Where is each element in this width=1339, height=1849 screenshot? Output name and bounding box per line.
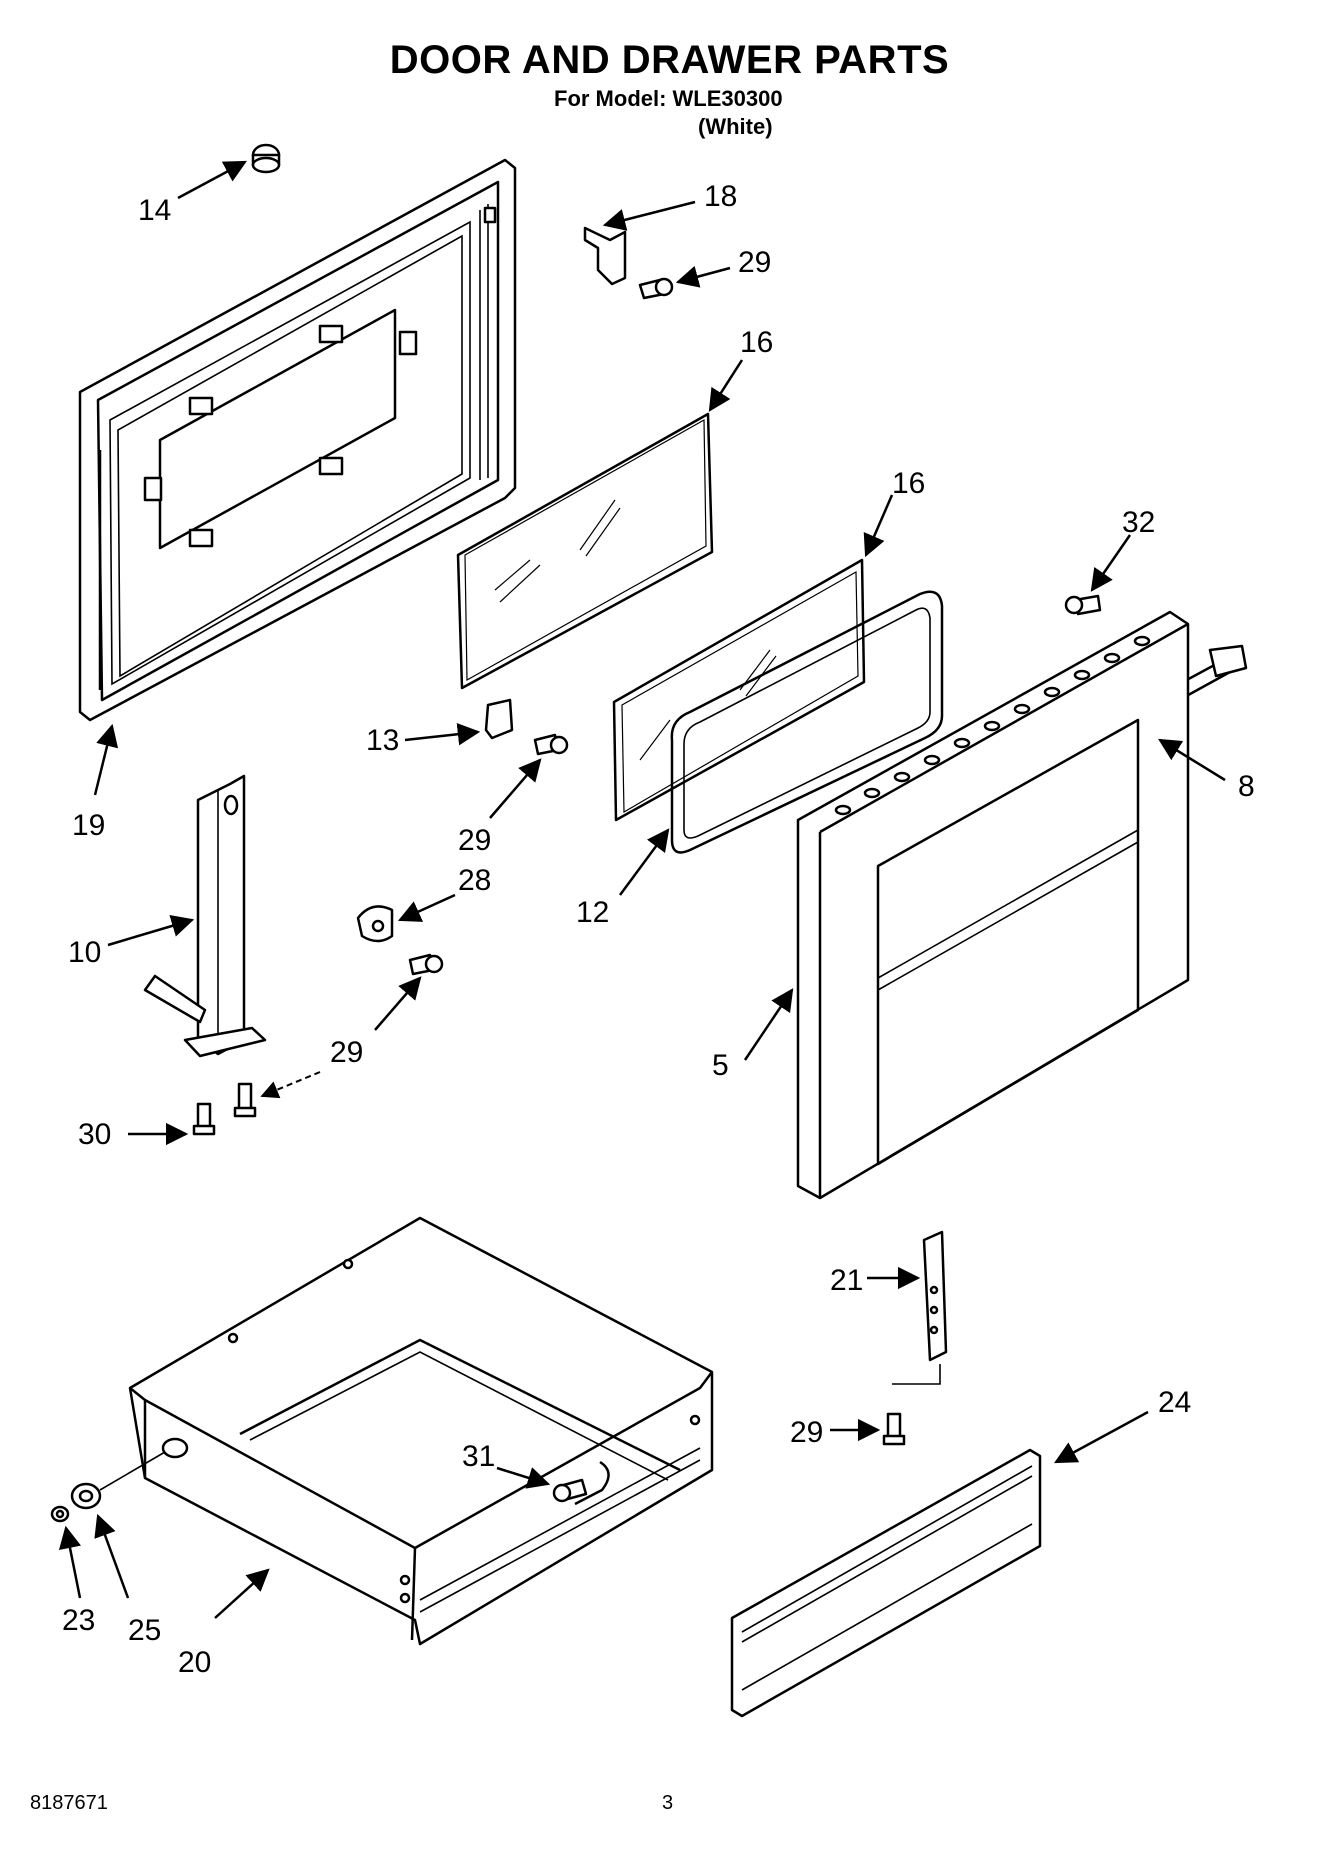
part-24-drawer-front [730, 1448, 1042, 1718]
callout-10: 10 [68, 936, 101, 969]
callout-12: 12 [576, 896, 609, 929]
page-number: 3 [662, 1792, 674, 1814]
callout-labels: 14 18 29 16 16 32 8 19 13 29 28 12 10 29… [62, 180, 1255, 1679]
part-10-hinge [143, 774, 267, 1058]
callout-14: 14 [138, 194, 171, 227]
callout-19: 19 [72, 809, 105, 842]
part-32-screw [1064, 594, 1102, 616]
callout-16: 16 [740, 326, 773, 359]
callout-16: 16 [892, 467, 925, 500]
part-31-screw [552, 1478, 588, 1503]
model-label: For Model: WLE30300 [554, 86, 783, 111]
callout-32: 32 [1122, 506, 1155, 539]
callout-24: 24 [1158, 1386, 1191, 1419]
callout-30: 30 [78, 1118, 111, 1151]
part-12-gasket [670, 590, 944, 854]
part-16-glass-upper [456, 412, 714, 690]
callout-5: 5 [712, 1049, 729, 1082]
part-28-nut [356, 905, 394, 943]
part-20-drawer [128, 1216, 714, 1646]
callout-23: 23 [62, 1604, 95, 1637]
color-label: (White) [698, 114, 773, 139]
part-14-bumper [251, 143, 281, 174]
part-13-clip [484, 698, 514, 740]
part-16-glass-lower [612, 558, 866, 822]
document-number: 8187671 [30, 1792, 108, 1814]
part-25-roller [70, 1482, 102, 1510]
part-29-screw-c [408, 953, 444, 976]
callout-29: 29 [458, 824, 491, 857]
part-29-screw-b [533, 733, 569, 756]
part-18-bracket [583, 226, 627, 286]
part-29-screw-d [233, 1082, 257, 1118]
page-title: DOOR AND DRAWER PARTS [389, 38, 950, 82]
callout-20: 20 [178, 1646, 211, 1679]
callout-29: 29 [790, 1416, 823, 1449]
callout-13: 13 [366, 724, 399, 757]
callout-8: 8 [1238, 770, 1255, 803]
callout-18: 18 [704, 180, 737, 213]
part-5-inner-door [796, 610, 1190, 1200]
part-29-screw-a [638, 277, 674, 300]
callout-21: 21 [830, 1264, 863, 1297]
callout-25: 25 [128, 1614, 161, 1647]
callout-29: 29 [330, 1036, 363, 1069]
part-19-outer-door [78, 158, 517, 722]
callout-31: 31 [462, 1440, 495, 1473]
part-21-bracket [892, 1230, 948, 1385]
callout-28: 28 [458, 864, 491, 897]
part-29-screw-e [882, 1412, 906, 1446]
part-23-washer [50, 1505, 70, 1523]
part-30-screw [192, 1102, 216, 1136]
leader-lines [58, 160, 1226, 1619]
callout-29: 29 [738, 246, 771, 279]
